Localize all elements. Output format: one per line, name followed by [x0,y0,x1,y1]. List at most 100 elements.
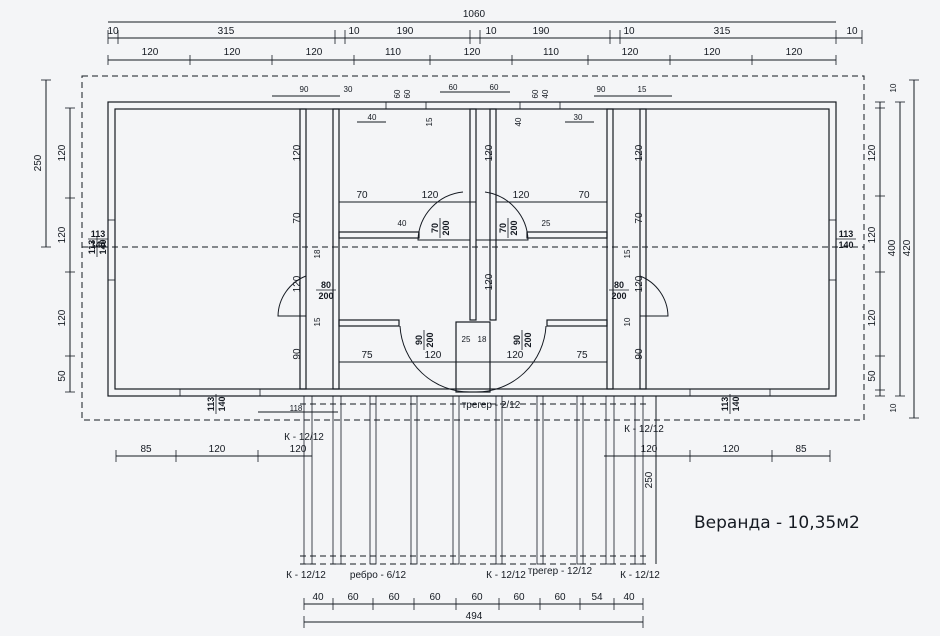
dim-label: 110 [385,47,401,58]
beam-label: К - 12/12 [284,432,324,443]
dim-label: 120 [507,350,524,361]
fraction-den: 140 [838,240,853,250]
dim-label: 10 [889,83,898,92]
dim-label: 250 [644,471,655,488]
dim-label: 10 [107,26,119,37]
dim-label: 10 [623,317,632,326]
dim-label: 190 [397,26,414,37]
dim-label: 75 [361,350,373,361]
fraction-num: 70 [498,223,508,233]
dim-label: 50 [867,370,878,382]
fraction-num: 113 [839,229,854,239]
dim-label: 10 [846,26,858,37]
dim-label: 90 [300,85,309,94]
fraction-den: 140 [217,396,227,411]
dim-label: 315 [218,26,235,37]
door-swings [277,191,669,393]
dim-label: 15 [623,249,632,258]
dim-label: 40 [623,592,635,603]
dim-label: 10 [348,26,360,37]
fraction-num: 80 [614,280,624,290]
dim-label: 10 [623,26,635,37]
room-vertical-dims: 120 70 120 90 120 70 120 90 120 120 [292,110,647,388]
dim-label: 120 [292,144,303,161]
dim-label: 120 [634,144,645,161]
dim-label: 90 [292,348,303,360]
fraction-num: 90 [512,335,522,345]
dim-label: 120 [641,444,658,455]
dim-label: 120 [57,226,68,243]
dim-label: 120 [484,144,495,161]
dim-label: 70 [634,212,645,224]
dim-label: 18 [313,249,322,258]
dim-label: 40 [368,113,377,122]
fraction-den: 200 [611,291,626,301]
overall-dimension: 1060 [108,9,836,23]
dim-label: 10 [485,26,497,37]
beam-label: К - 12/12 [620,570,660,581]
dim-label: 70 [578,190,590,201]
room-horizontal-dims: 70 120 120 70 75 120 120 75 [339,190,607,363]
fraction-den: 200 [318,291,333,301]
dim-label: 70 [292,212,303,224]
dim-label: 15 [425,117,434,126]
dim-label: 10 [889,403,898,412]
dim-label: 120 [513,190,530,201]
fraction-den: 200 [441,220,451,235]
dim-label: 90 [634,348,645,360]
bottom-post-dims: 40 60 60 60 60 60 60 54 40 494 [303,592,644,628]
dim-label: 60 [471,592,483,603]
dim-label: 120 [57,144,68,161]
dim-label: 40 [514,117,523,126]
fraction-num: 113 [91,229,106,239]
top-dimension-row-2: 120 120 120 110 120 110 120 120 120 [107,47,837,65]
dim-label: 54 [591,592,603,603]
dim-label: 60 [449,83,458,92]
dim-label: 120 [464,47,481,58]
dim-label: 90 [597,85,606,94]
dim-label: 315 [714,26,731,37]
opening-fractions: 113 140 113 140 113 140 80 200 80 200 70… [87,218,856,414]
beam-label: К - 12/12 [624,424,664,435]
fraction-den: 140 [731,396,741,411]
dim-label: 15 [638,85,647,94]
fraction-num: 113 [206,397,216,412]
dim-label: 70 [356,190,368,201]
dim-label: 120 [292,275,303,292]
dim-label: 120 [484,273,495,290]
dim-label: 120 [142,47,159,58]
small-top-dims: 90 30 40 60 60 60 60 60 40 30 90 15 15 4… [272,83,672,344]
dim-label: 60 [403,89,412,98]
beam-label: трегер - 2/12 [462,400,521,411]
dim-label: 18 [478,335,487,344]
dim-label: 85 [795,444,807,455]
dim-label: 30 [344,85,353,94]
dim-label: 420 [902,239,913,256]
fraction-num: 70 [430,223,440,233]
building-walls [107,101,837,397]
fraction-num: 80 [321,280,331,290]
dim-label: 40 [541,89,550,98]
top-windows [107,101,837,397]
veranda-title: Веранда - 10,35м2 [694,513,860,533]
fraction-den: 200 [425,332,435,347]
beam-label: трегер - 12/12 [528,566,593,577]
dim-label: 30 [574,113,583,122]
dim-label: 120 [422,190,439,201]
fraction-num: 113 [720,397,730,412]
dim-label: 120 [306,47,323,58]
dim-label: 120 [723,444,740,455]
left-dimensions: 250 120 120 120 50 [33,79,75,393]
dim-label: 118 [290,404,303,413]
dim-label: 120 [634,275,645,292]
dim-label: 120 [224,47,241,58]
dim-label: 40 [312,592,324,603]
veranda-structure: 118 1060 [258,395,646,565]
dim-label: 60 [554,592,566,603]
veranda-labels: К - 12/12 трегер - 2/12 К - 12/12 К - 12… [284,400,664,581]
fraction-den: 200 [509,220,519,235]
dim-label: 60 [393,89,402,98]
beam-label: К - 12/12 [286,570,326,581]
top-dimension-row-1: 10 315 10 190 10 190 10 315 10 [107,26,863,44]
